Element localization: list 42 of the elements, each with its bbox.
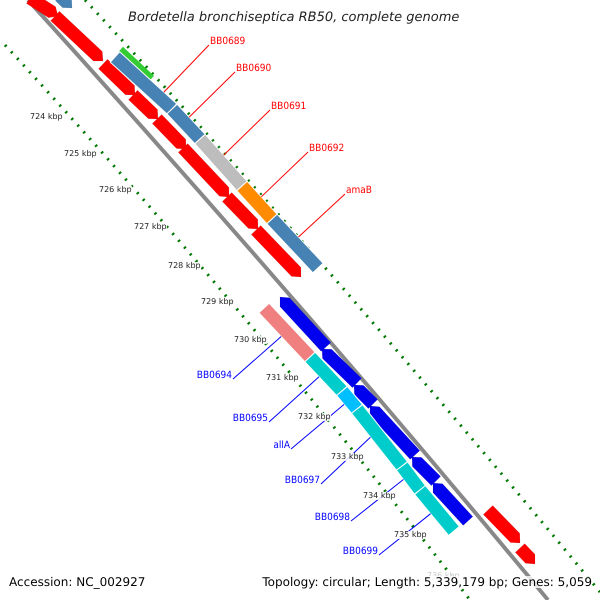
gene-label: amaB (346, 186, 372, 196)
leader-line (232, 336, 282, 380)
gene-label: BB0690 (236, 64, 272, 74)
gene-bar (166, 104, 206, 144)
gene-label: BB0698 (314, 513, 350, 523)
gene-label: BB0692 (309, 144, 344, 154)
gene-bar (396, 461, 426, 495)
scale-label: 731 kbp (266, 374, 299, 382)
title: Bordetella bronchiseptica RB50, complete genome (128, 11, 460, 24)
gene-bar (304, 352, 348, 396)
gene-bar (194, 134, 248, 192)
scale-label: 729 kbp (201, 298, 234, 306)
gene-label: BB0691 (271, 102, 306, 112)
gene-bar (110, 51, 178, 115)
scale-label: 728 kbp (168, 262, 201, 270)
gene-bar (350, 404, 408, 471)
gene-bar (336, 386, 364, 414)
gene-label: BB0689 (210, 37, 246, 47)
scale-label: 725 kbp (64, 150, 97, 158)
gene-bar (266, 214, 324, 274)
gene-bar (236, 180, 278, 224)
accession-text: Accession: NC_002927 (9, 576, 146, 588)
leader-line (290, 404, 345, 450)
leader-line (298, 194, 346, 238)
scale-label: 727 kbp (134, 223, 167, 231)
leader-line (268, 376, 320, 422)
scale-label: 726 kbp (99, 186, 132, 194)
gene-label: BB0699 (342, 547, 378, 557)
scale-label: 732 kbp (298, 413, 331, 421)
gene-label: BB0695 (232, 414, 268, 424)
leader-line (188, 72, 236, 118)
gene-label: allA (273, 441, 290, 451)
leader-line (223, 110, 270, 156)
scale-label: 733 kbp (331, 453, 364, 461)
leader-line (260, 152, 308, 198)
gene-label: BB0697 (284, 476, 320, 486)
gene-label: BB0694 (196, 371, 232, 381)
scale-label: 734 kbp (363, 492, 396, 500)
scale-label: 730 kbp (234, 336, 267, 344)
scale-label: 724 kbp (30, 113, 63, 121)
leader-line (163, 44, 210, 93)
scale-label: 735 kbp (394, 531, 427, 539)
